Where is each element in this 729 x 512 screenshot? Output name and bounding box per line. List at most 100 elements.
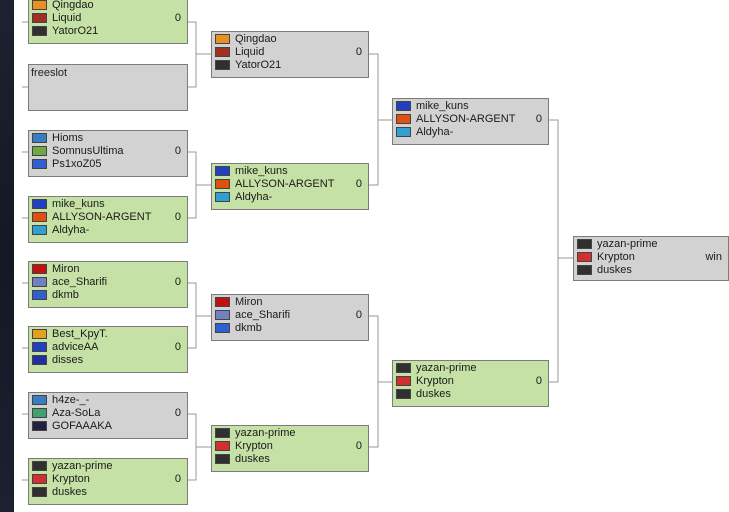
match-box-round1-2[interactable]: freeslot xyxy=(28,64,188,111)
player-row: yazan-prime xyxy=(31,460,183,473)
player-row: yazan-prime xyxy=(214,427,364,440)
player-name[interactable]: Liquid xyxy=(235,46,265,58)
player-row: h4ze-_- xyxy=(31,394,183,407)
player-name[interactable]: yazan-prime xyxy=(597,238,658,250)
player-name[interactable]: mike_kuns xyxy=(416,100,469,112)
player-row: Miron xyxy=(214,296,364,309)
player-name[interactable]: ace_Sharifi xyxy=(235,309,291,321)
player-name[interactable]: YatorO21 xyxy=(235,59,282,71)
player-row: Aldyha- xyxy=(395,126,544,139)
player-name[interactable]: dkmb xyxy=(52,289,79,301)
player-name[interactable]: ALLYSON-ARGENT xyxy=(52,211,152,223)
match-box-round1-1[interactable]: Qingdao Liquid 0 YatorO21 xyxy=(28,0,188,44)
player-name[interactable]: dkmb xyxy=(235,322,262,334)
player-name[interactable]: duskes xyxy=(52,486,87,498)
flag-icon xyxy=(396,127,411,137)
player-name[interactable]: duskes xyxy=(597,264,632,276)
flag-icon xyxy=(396,114,411,124)
player-name[interactable]: Qingdao xyxy=(52,0,94,11)
player-row: mike_kuns xyxy=(395,100,544,113)
win-label: win xyxy=(705,251,722,263)
match-score: 0 xyxy=(174,145,181,157)
match-box-round1-7[interactable]: h4ze-_- Aza-SoLa 0 GOFAAAKA xyxy=(28,392,188,439)
player-row: mike_kuns xyxy=(214,165,364,178)
player-name[interactable]: h4ze-_- xyxy=(52,394,90,406)
player-name[interactable]: Aza-SoLa xyxy=(52,407,101,419)
player-name[interactable]: mike_kuns xyxy=(52,198,105,210)
player-name[interactable]: Aldyha- xyxy=(416,126,454,138)
player-row: Liquid 0 xyxy=(31,12,183,25)
freeslot-label: freeslot xyxy=(31,67,68,79)
flag-icon xyxy=(32,159,47,169)
flag-icon xyxy=(215,310,230,320)
flag-icon xyxy=(32,133,47,143)
player-name[interactable]: Krypton xyxy=(52,473,90,485)
match-score: 0 xyxy=(174,407,181,419)
flag-icon xyxy=(32,26,47,36)
player-name[interactable]: yazan-prime xyxy=(416,362,477,374)
player-name[interactable]: YatorO21 xyxy=(52,25,99,37)
player-name[interactable]: Hioms xyxy=(52,132,84,144)
player-name[interactable]: Krypton xyxy=(235,440,273,452)
flag-icon xyxy=(215,297,230,307)
match-score: 0 xyxy=(174,12,181,24)
player-name[interactable]: Miron xyxy=(52,263,80,275)
player-row: YatorO21 xyxy=(31,25,183,38)
player-name[interactable]: SomnusUltima xyxy=(52,145,124,157)
flag-icon xyxy=(32,0,47,10)
flag-icon xyxy=(32,474,47,484)
flag-icon xyxy=(32,421,47,431)
player-name[interactable]: GOFAAAKA xyxy=(52,420,112,432)
player-name[interactable]: duskes xyxy=(416,388,451,400)
player-name[interactable]: Liquid xyxy=(52,12,82,24)
flag-icon xyxy=(215,47,230,57)
flag-icon xyxy=(215,179,230,189)
match-box-round1-3[interactable]: Hioms SomnusUltima 0 Ps1xoZ05 xyxy=(28,130,188,177)
flag-icon xyxy=(32,199,47,209)
flag-icon xyxy=(215,323,230,333)
player-name[interactable]: Aldyha- xyxy=(52,224,90,236)
background-strip xyxy=(0,0,14,512)
match-box-final[interactable]: yazan-prime Krypton win duskes xyxy=(573,236,729,281)
player-name[interactable]: yazan-prime xyxy=(52,460,113,472)
player-row: Aldyha- xyxy=(214,191,364,204)
flag-icon xyxy=(215,428,230,438)
player-name[interactable]: Best_KpyT. xyxy=(52,328,108,340)
player-name[interactable]: adviceAA xyxy=(52,341,99,353)
player-name[interactable]: mike_kuns xyxy=(235,165,288,177)
player-name[interactable]: Krypton xyxy=(597,251,635,263)
player-name[interactable]: ace_Sharifi xyxy=(52,276,108,288)
player-name[interactable]: Aldyha- xyxy=(235,191,273,203)
player-row: Ps1xoZ05 xyxy=(31,158,183,171)
player-name[interactable]: yazan-prime xyxy=(235,427,296,439)
player-name[interactable]: ALLYSON-ARGENT xyxy=(235,178,335,190)
player-row: SomnusUltima 0 xyxy=(31,145,183,158)
player-name[interactable]: Krypton xyxy=(416,375,454,387)
flag-icon xyxy=(32,408,47,418)
flag-icon xyxy=(215,34,230,44)
player-name[interactable]: Qingdao xyxy=(235,33,277,45)
player-name[interactable]: Ps1xoZ05 xyxy=(52,158,102,170)
player-name[interactable]: duskes xyxy=(235,453,270,465)
player-name[interactable]: ALLYSON-ARGENT xyxy=(416,113,516,125)
player-name[interactable]: Miron xyxy=(235,296,263,308)
player-name[interactable]: disses xyxy=(52,354,84,366)
player-row: Best_KpyT. xyxy=(31,328,183,341)
flag-icon xyxy=(32,13,47,23)
flag-icon xyxy=(32,342,47,352)
